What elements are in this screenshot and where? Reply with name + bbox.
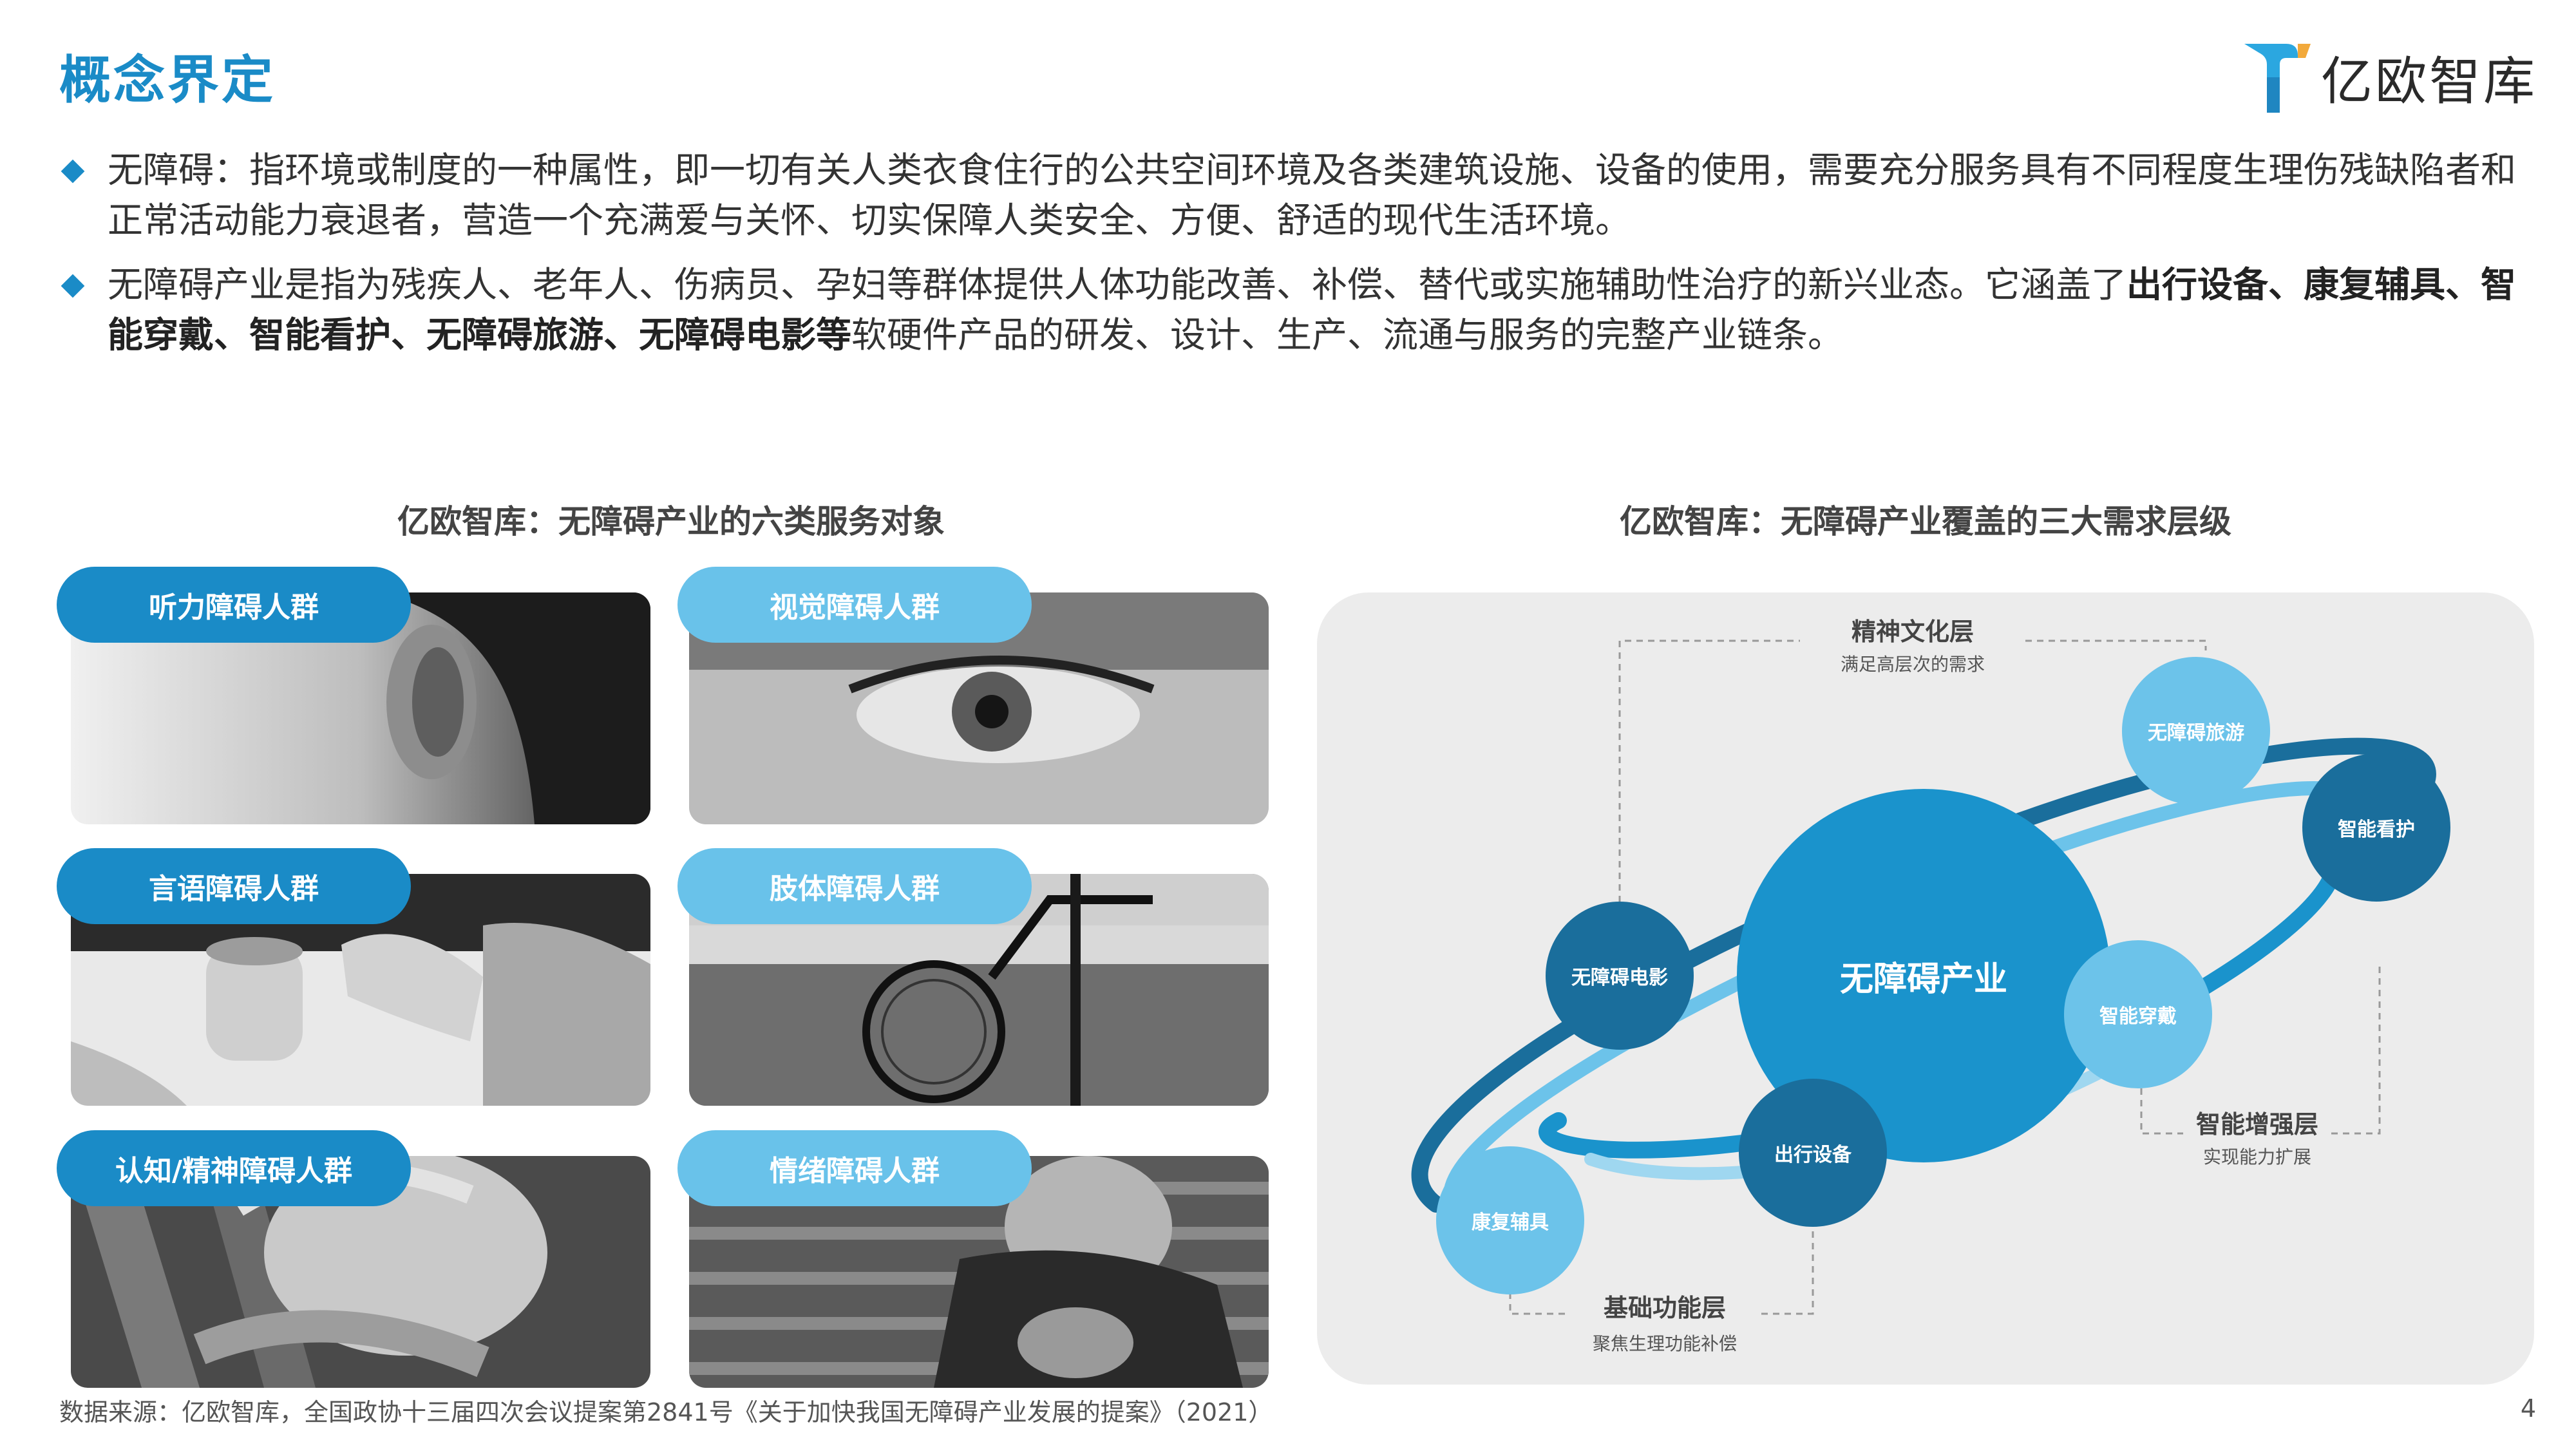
node-rehab-aids: 康复辅具 [1436, 1146, 1584, 1294]
logo-text: 亿欧智库 [2321, 52, 2537, 111]
groups-section-title: 亿欧智库：无障碍产业的六类服务对象 [397, 503, 945, 540]
page-title: 概念界定 [59, 50, 276, 110]
layer-title-spiritual: 精神文化层 [1851, 618, 1974, 646]
layer-title-basic: 基础功能层 [1603, 1294, 1726, 1322]
definition-bullets: 无障碍：指环境或制度的一种属性，即一切有关人类衣食住行的公共空间环境及各类建筑设… [59, 145, 2532, 374]
node-mobility-devices: 出行设备 [1739, 1079, 1887, 1227]
page-number: 4 [2520, 1394, 2536, 1423]
group-tag-speech: 言语障碍人群 [57, 848, 411, 924]
group-tag-visual: 视觉障碍人群 [677, 567, 1032, 643]
layer-title-enhancement: 智能增强层 [2195, 1110, 2318, 1139]
bullet-text: 无障碍产业是指为残疾人、老年人、伤病员、孕妇等群体提供人体功能改善、补偿、替代或… [108, 264, 2127, 305]
group-tag-emotional: 情绪障碍人群 [677, 1130, 1032, 1206]
node-accessible-movie: 无障碍电影 [1546, 902, 1694, 1050]
brand-logo: 亿欧智库 [2241, 39, 2537, 116]
node-smart-care: 智能看护 [2302, 753, 2450, 902]
node-accessible-tourism: 无障碍旅游 [2122, 657, 2270, 805]
data-source: 数据来源：亿欧智库，全国政协十三届四次会议提案第2841号《关于加快我国无障碍产… [59, 1398, 1273, 1426]
group-tag-cognitive: 认知/精神障碍人群 [57, 1130, 411, 1206]
layer-subtitle-spiritual: 满足高层次的需求 [1840, 654, 1985, 675]
layer-subtitle-enhancement: 实现能力扩展 [2202, 1146, 2311, 1168]
layers-section-title: 亿欧智库：无障碍产业覆盖的三大需求层级 [1620, 503, 2231, 540]
layer-subtitle-basic: 聚焦生理功能补偿 [1592, 1333, 1737, 1354]
bullet-industry: 无障碍产业是指为残疾人、老年人、伤病员、孕妇等群体提供人体功能改善、补偿、替代或… [59, 260, 2532, 360]
bullet-accessibility: 无障碍：指环境或制度的一种属性，即一切有关人类衣食住行的公共空间环境及各类建筑设… [59, 145, 2532, 245]
group-tag-physical: 肢体障碍人群 [677, 848, 1032, 924]
bullet-bold-text: 出行设备、康复辅具、智能穿戴、智能看护、无障碍旅游、无障碍电影等 [108, 264, 2517, 355]
logo-mark-icon [2244, 44, 2311, 113]
group-tag-hearing: 听力障碍人群 [57, 567, 411, 643]
node-smart-wearable: 智能穿戴 [2064, 940, 2212, 1088]
photo-hands [71, 874, 650, 1106]
bullet-text: 无障碍：指环境或制度的一种属性，即一切有关人类衣食住行的公共空间环境及各类建筑设… [108, 149, 2517, 241]
bullet-text: 软硬件产品的研发、设计、生产、流通与服务的完整产业链条。 [851, 314, 1844, 355]
